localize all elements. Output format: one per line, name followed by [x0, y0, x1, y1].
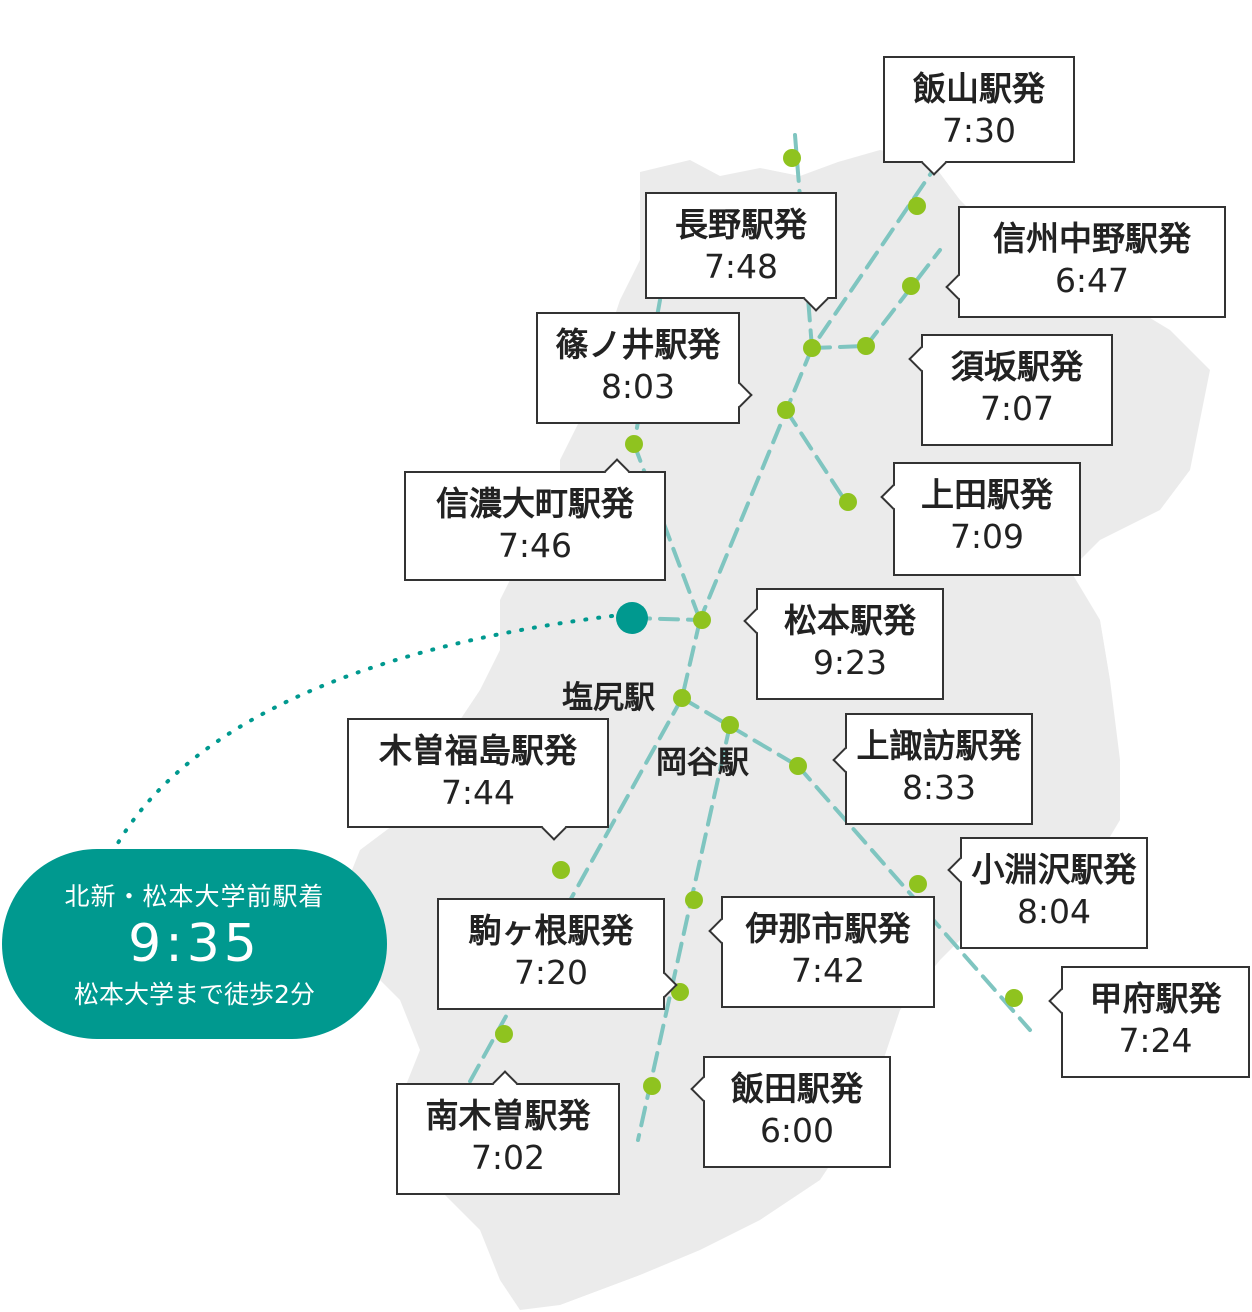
callout-kobuchizawa: 小淵沢駅発 8:04 — [947, 837, 1148, 949]
station-name: 信州中野駅発 — [993, 219, 1191, 258]
station-dot-iiyama — [908, 197, 926, 215]
station-dot-nagano-north — [783, 149, 801, 167]
station-name: 南木曽駅発 — [425, 1096, 591, 1135]
departure-time: 8:33 — [901, 768, 977, 807]
station-name: 甲府駅発 — [1089, 979, 1222, 1018]
route-iida — [636, 723, 732, 1142]
callout-nagano: 長野駅発 7:48 — [645, 192, 837, 312]
shiojiri-label: 塩尻駅 — [562, 680, 655, 716]
departure-time: 6:00 — [759, 1111, 835, 1150]
callout-komagane: 駒ヶ根駅発 7:20 — [437, 898, 678, 1010]
callout-matsumoto: 松本駅発 9:23 — [743, 588, 944, 700]
station-name: 木曽福島駅発 — [379, 731, 577, 770]
destination-badge: 北新・松本大学前駅着 9:35 松本大学まで徒歩2分 — [2, 849, 387, 1039]
station-dot-shinonoi — [777, 401, 795, 419]
station-name: 伊那市駅発 — [745, 909, 911, 948]
station-dot-nagano — [803, 339, 821, 357]
station-dot-ueda — [839, 493, 857, 511]
departure-time: 7:09 — [949, 517, 1025, 556]
destination-station: 北新・松本大学前駅着 — [64, 882, 325, 911]
callout-iiyama: 飯山駅発 7:30 — [883, 56, 1075, 176]
station-name: 信濃大町駅発 — [436, 484, 634, 523]
station-name: 松本駅発 — [784, 601, 916, 640]
route-chuo-east — [680, 696, 800, 768]
callout-minamikiso: 南木曽駅発 7:02 — [396, 1070, 620, 1195]
callout-kofu: 甲府駅発 7:24 — [1048, 966, 1250, 1078]
destination-dot — [616, 602, 648, 634]
station-name: 飯田駅発 — [731, 1069, 863, 1108]
callout-suzaka: 須坂駅発 7:07 — [908, 334, 1113, 446]
departure-time: 7:20 — [513, 953, 589, 992]
route-nagano-south — [698, 346, 814, 622]
route-chuo-west — [466, 696, 684, 1087]
route-matsumoto-shiojiri — [680, 618, 702, 700]
route-nagano-north — [793, 133, 814, 350]
station-name: 駒ヶ根駅発 — [468, 911, 634, 950]
route-iiyama — [810, 158, 942, 350]
departure-time: 7:07 — [979, 389, 1055, 428]
station-dot-kamisuwa — [789, 757, 807, 775]
route-ueda — [784, 408, 848, 504]
route-nakano — [864, 248, 942, 348]
station-name: 篠ノ井駅発 — [555, 325, 721, 364]
departure-time: 8:04 — [1016, 892, 1092, 931]
okaya-label: 岡谷駅 — [656, 745, 749, 781]
station-name: 須坂駅発 — [951, 347, 1083, 386]
callout-ueda: 上田駅発 7:09 — [880, 462, 1081, 576]
station-dot-minamikiso — [495, 1025, 513, 1043]
destination-dotted-line — [113, 614, 614, 850]
departure-time: 9:23 — [812, 643, 888, 682]
station-name: 飯山駅発 — [913, 69, 1045, 108]
station-dot-shinanoomachi — [625, 435, 643, 453]
route-suzaka — [810, 344, 868, 350]
callout-ina: 伊那市駅発 7:42 — [708, 896, 935, 1008]
departure-time: 7:42 — [790, 951, 866, 990]
station-dot-nakano — [902, 277, 920, 295]
callout-kisofukushima: 木曽福島駅発 7:44 — [347, 718, 609, 841]
arrival-time: 9:35 — [128, 914, 261, 974]
departure-time: 7:30 — [941, 111, 1017, 150]
station-name: 小淵沢駅発 — [971, 850, 1137, 889]
walk-note: 松本大学まで徒歩2分 — [74, 980, 315, 1009]
departure-time: 6:47 — [1054, 261, 1130, 300]
callout-shinshunakano: 信州中野駅発 6:47 — [945, 206, 1226, 318]
station-dot-matsumoto — [693, 611, 711, 629]
station-dot-komagane — [671, 983, 689, 1001]
callout-kamisuwa: 上諏訪駅発 8:33 — [832, 713, 1033, 825]
station-dot-kisofukushima — [552, 861, 570, 879]
station-dot-iida — [643, 1077, 661, 1095]
departure-time: 7:44 — [440, 773, 516, 812]
station-name: 長野駅発 — [675, 205, 807, 244]
station-dot-suzaka — [857, 337, 875, 355]
departure-time: 8:03 — [600, 367, 676, 406]
departure-time: 7:02 — [470, 1138, 546, 1177]
departure-time: 7:46 — [497, 526, 573, 565]
station-dot-kofu — [1005, 989, 1023, 1007]
callout-shinonoi: 篠ノ井駅発 8:03 — [536, 312, 753, 424]
station-dot-okaya — [721, 716, 739, 734]
departure-time: 7:48 — [703, 247, 779, 286]
station-dot-shiojiri — [673, 689, 691, 707]
station-name: 上諏訪駅発 — [856, 726, 1022, 765]
station-dot-ina — [685, 891, 703, 909]
station-name: 上田駅発 — [921, 475, 1053, 514]
callout-shinanoomachi: 信濃大町駅発 7:46 — [404, 458, 666, 581]
callout-iida: 飯田駅発 6:00 — [690, 1056, 891, 1168]
departure-time: 7:24 — [1118, 1021, 1193, 1060]
station-dot-kobuchizawa — [909, 875, 927, 893]
